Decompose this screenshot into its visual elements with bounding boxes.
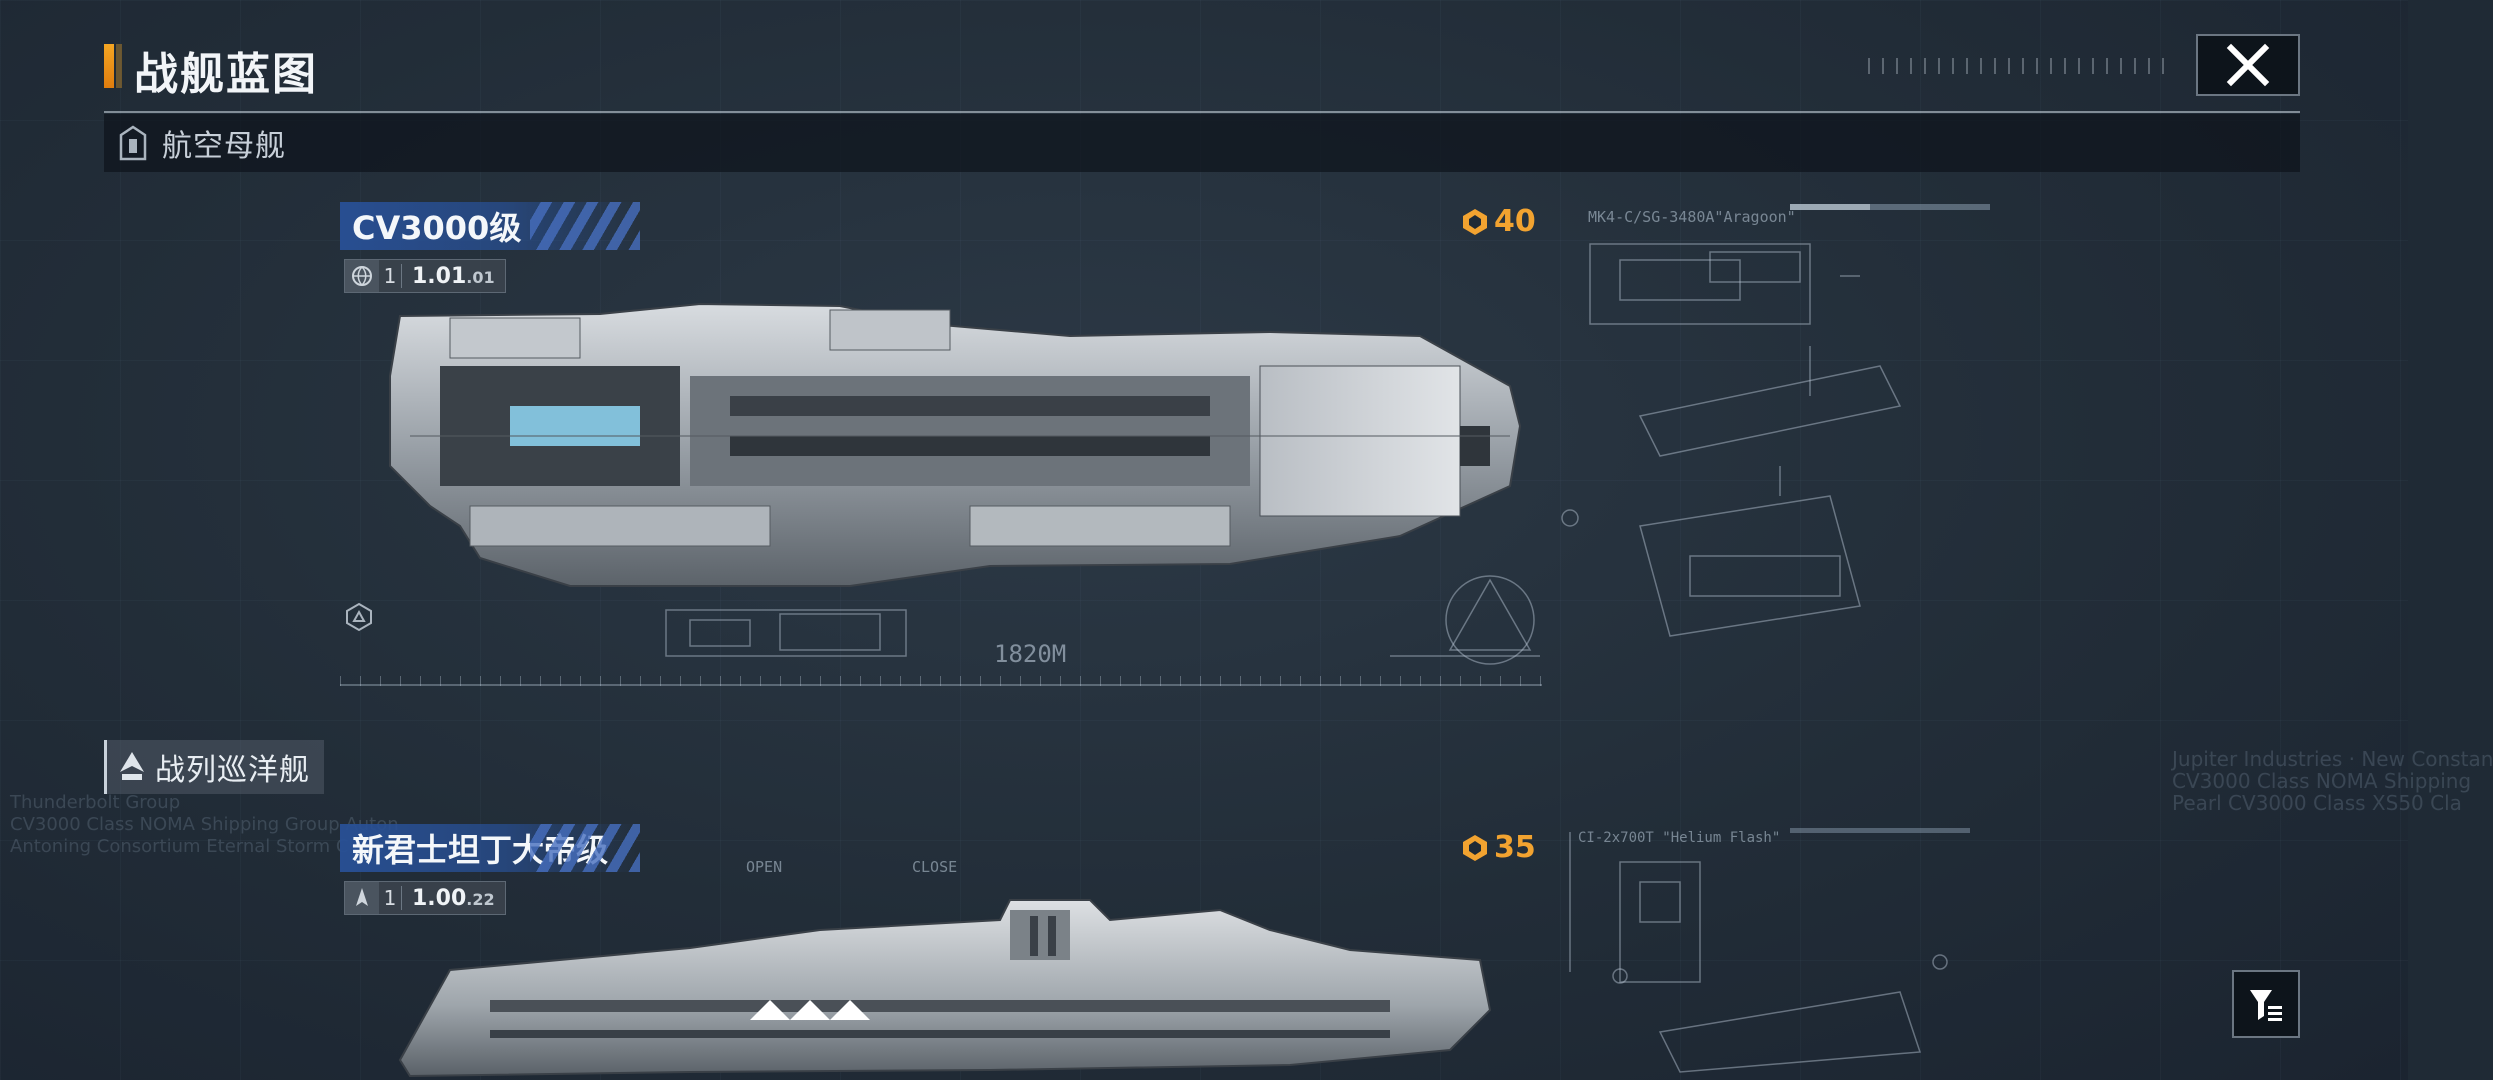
ship-cost: 40	[1494, 204, 1536, 239]
background-lore-left: Thunderbolt Group CV3000 Class NOMA Ship…	[10, 792, 399, 857]
module-label: CI-2x700T "Helium Flash"	[1578, 830, 1781, 846]
section-tag-battlecruiser[interactable]: 战列巡洋舰	[104, 740, 324, 794]
globe-icon	[345, 260, 379, 292]
ship-tier: 1	[379, 264, 402, 288]
weapon-schematic	[1390, 575, 1540, 665]
ship-silhouette-icon	[345, 882, 379, 914]
section-label: 战列巡洋舰	[155, 753, 310, 788]
ship-version-tag: 1 1.01.01	[344, 259, 506, 293]
module-schematic	[1561, 204, 1990, 637]
ship-length: 1820M	[994, 640, 1067, 668]
ship-illustration	[389, 302, 1522, 587]
hull-schematic-small	[665, 609, 907, 657]
ship-name-tag: 新君士坦丁大帝级	[340, 824, 640, 872]
ship-tier: 1	[379, 886, 402, 910]
length-scale	[340, 684, 1542, 686]
title-accent-bar	[104, 44, 114, 88]
category-bar[interactable]: 航空母舰	[104, 114, 2300, 172]
close-button[interactable]	[2196, 34, 2300, 96]
filter-button[interactable]	[2232, 970, 2300, 1038]
ship-cost: 35	[1494, 830, 1536, 865]
cruiser-category-icon	[120, 752, 144, 780]
header-divider	[104, 111, 2300, 113]
ship-cost-badge: 35	[1460, 830, 1536, 865]
page-title: 战舰蓝图	[134, 49, 318, 100]
hatch-close-label: CLOSE	[912, 858, 958, 876]
ship-version: 1.00.22	[412, 885, 495, 911]
hull-info-icon[interactable]	[344, 602, 374, 636]
module-schematic	[1569, 828, 1970, 1073]
category-label: 航空母舰	[162, 129, 286, 164]
ship-name: 新君士坦丁大帝级	[352, 831, 609, 869]
cost-hex-icon	[1463, 834, 1487, 861]
carrier-category-icon	[119, 125, 147, 161]
close-icon	[2226, 43, 2270, 87]
background-lore-right: Jupiter Industries · New Constan CV3000 …	[2172, 747, 2493, 815]
module-label: MK4-C/SG-3480A"Aragoon"	[1588, 208, 1796, 226]
cost-hex-icon	[1463, 208, 1487, 235]
ship-name-tag: CV3000级	[340, 202, 640, 250]
ship-name: CV3000级	[352, 209, 522, 247]
ship-version: 1.01.01	[412, 263, 495, 289]
ship-illustration	[398, 899, 1492, 1078]
hatch-open-label: OPEN	[746, 858, 783, 876]
length-scale-ticks	[340, 676, 1542, 686]
header-tick-decoration	[1868, 58, 2168, 74]
ship-cost-badge: 40	[1460, 204, 1536, 239]
title-accent-bar-secondary	[116, 44, 122, 88]
filter-icon	[2250, 990, 2282, 1021]
ship-version-tag: 1 1.00.22	[344, 881, 506, 915]
